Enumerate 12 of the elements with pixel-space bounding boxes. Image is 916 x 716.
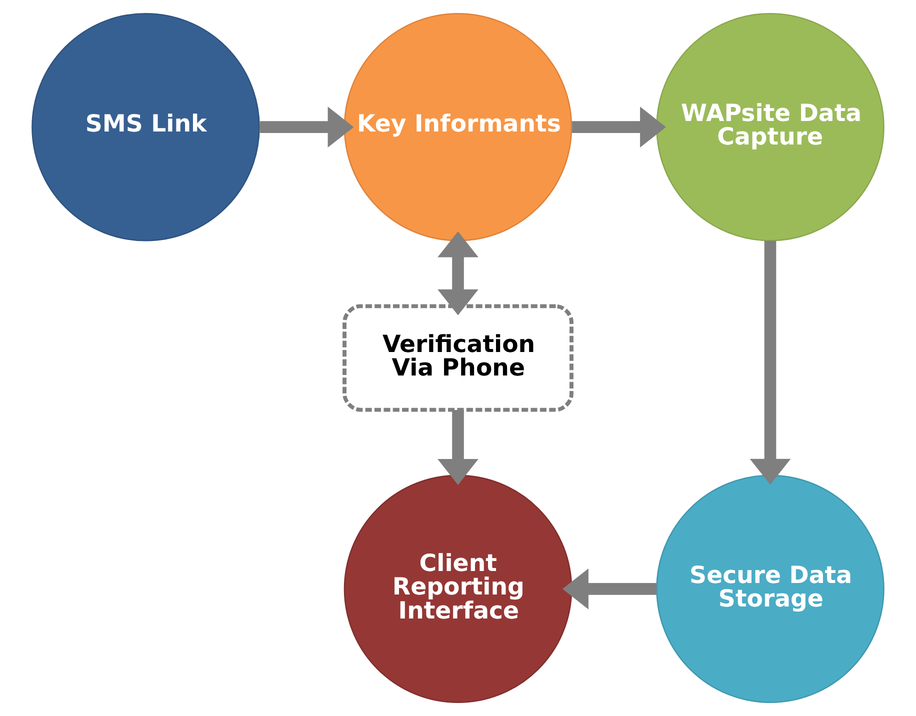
node-circle: Client Reporting Interface xyxy=(344,474,572,704)
node-circle: SMS Link xyxy=(32,12,260,242)
node-circle: WAPsite Data Capture xyxy=(656,12,884,242)
node-box: Verification Via Phone xyxy=(342,304,574,412)
node-circle: Secure Data Storage xyxy=(656,474,884,704)
arrow xyxy=(750,240,791,485)
arrow xyxy=(260,106,354,148)
arrow xyxy=(572,106,666,148)
arrow xyxy=(562,568,656,610)
arrow xyxy=(438,410,478,485)
arrow xyxy=(438,231,478,316)
node-circle: Key Informants xyxy=(344,12,572,242)
